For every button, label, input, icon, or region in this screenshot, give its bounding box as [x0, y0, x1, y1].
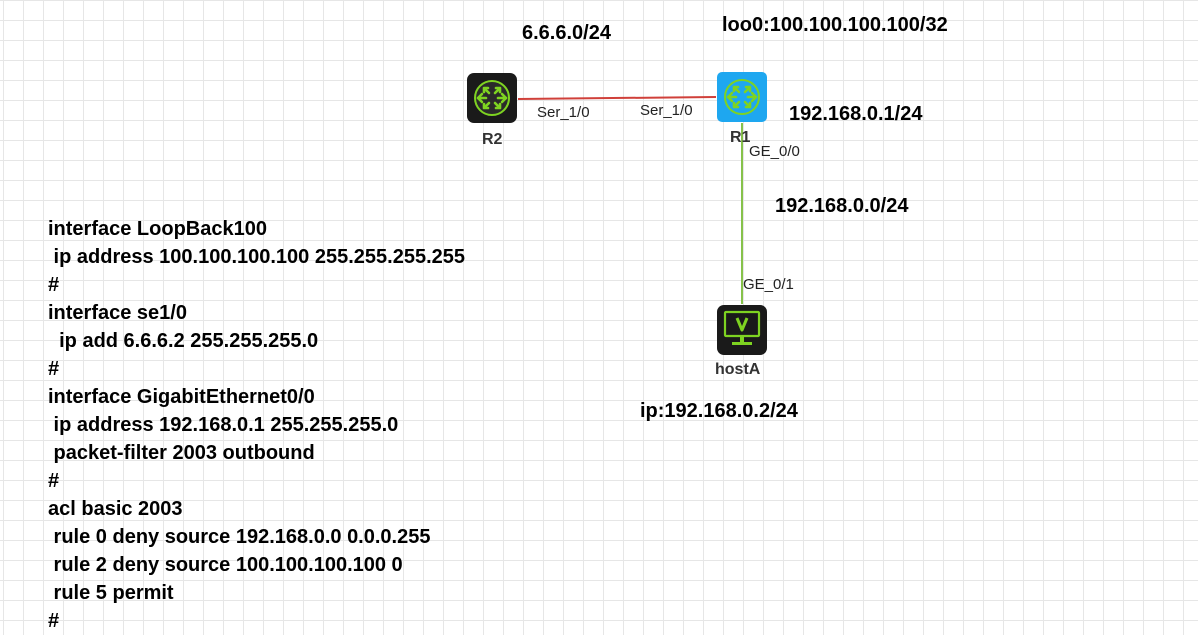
lan-network-label: 192.168.0.0/24	[775, 195, 909, 217]
router-r1[interactable]	[716, 71, 768, 123]
config-line: #	[48, 274, 60, 296]
host-a[interactable]	[716, 304, 768, 356]
config-line: ip address 192.168.0.1 255.255.255.0	[48, 414, 399, 436]
router-config-text: interface LoopBack100 ip address 100.100…	[48, 215, 465, 635]
host-icon	[717, 305, 767, 355]
r1-lan-ip-label: 192.168.0.1/24	[789, 103, 923, 125]
config-line: #	[48, 358, 60, 380]
config-line: ip add 6.6.6.2 255.255.255.0	[48, 330, 319, 352]
host-ip-label: ip:192.168.0.2/24	[640, 400, 798, 422]
config-line: rule 5 permit	[48, 582, 174, 604]
config-line: ip address 100.100.100.100 255.255.255.2…	[48, 246, 466, 268]
topology-canvas: 6.6.6.0/24 loo0:100.100.100.100/32 192.1…	[48, 14, 948, 632]
serial-link[interactable]	[517, 96, 717, 100]
r1-loopback-label: loo0:100.100.100.100/32	[722, 14, 948, 36]
config-line: interface se1/0	[48, 302, 187, 324]
config-line: #	[48, 470, 60, 492]
router-r2-name: R2	[482, 131, 503, 148]
host-a-name: hostA	[715, 361, 761, 378]
host-ge-port-label: GE_0/1	[743, 276, 794, 293]
router-r1-name: R1	[730, 129, 751, 146]
config-line: rule 0 deny source 192.168.0.0 0.0.0.255	[48, 526, 431, 548]
config-line: interface GigabitEthernet0/0	[48, 386, 315, 408]
router-icon	[467, 73, 517, 123]
config-line: interface LoopBack100	[48, 218, 267, 240]
r1-serial-port-label: Ser_1/0	[640, 102, 693, 119]
config-line: acl basic 2003	[48, 498, 183, 520]
r2-serial-port-label: Ser_1/0	[537, 104, 590, 121]
topology-links	[517, 96, 743, 304]
config-line: rule 2 deny source 100.100.100.100 0	[48, 554, 403, 576]
config-line: packet-filter 2003 outbound	[48, 442, 315, 464]
router-r2[interactable]	[466, 72, 518, 124]
r1-ge-port-label: GE_0/0	[749, 143, 800, 160]
router-icon	[717, 72, 767, 122]
config-line: #	[48, 610, 60, 632]
serial-network-label: 6.6.6.0/24	[522, 22, 611, 44]
